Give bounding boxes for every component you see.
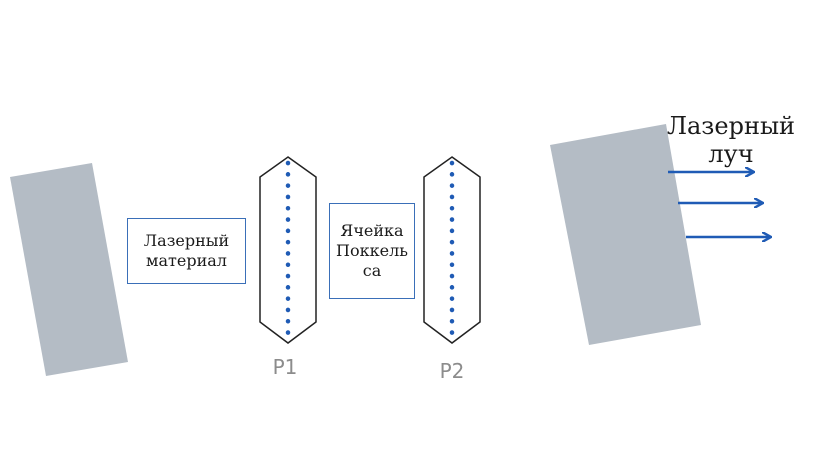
laser-beam-label-line2: луч: [708, 140, 754, 168]
laser-material-label-line2: материал: [146, 251, 227, 270]
pockels-cell-label-line2: Поккель: [336, 241, 408, 260]
polarizer-p2-body: [423, 156, 481, 344]
pockels-cell-label-line1: Ячейка: [340, 221, 404, 240]
right-mirror: [550, 124, 701, 345]
polarizer-p2: [423, 156, 481, 344]
polarizer-p1-label: P1: [272, 355, 298, 379]
polarizer-p1-body: [259, 156, 317, 344]
pockels-cell-label-line3: са: [362, 261, 382, 280]
laser-material-box: Лазерный материал: [127, 218, 246, 284]
left-mirror: [10, 163, 128, 376]
laser-beam-label: Лазерный луч: [660, 112, 802, 168]
polarizer-p1: [259, 156, 317, 344]
pockels-cell-box: Ячейка Поккель са: [329, 203, 415, 299]
laser-beam-label-line1: Лазерный: [666, 112, 796, 140]
polarizer-p2-label: P2: [439, 359, 465, 383]
laser-material-label-line1: Лазерный: [143, 231, 230, 250]
